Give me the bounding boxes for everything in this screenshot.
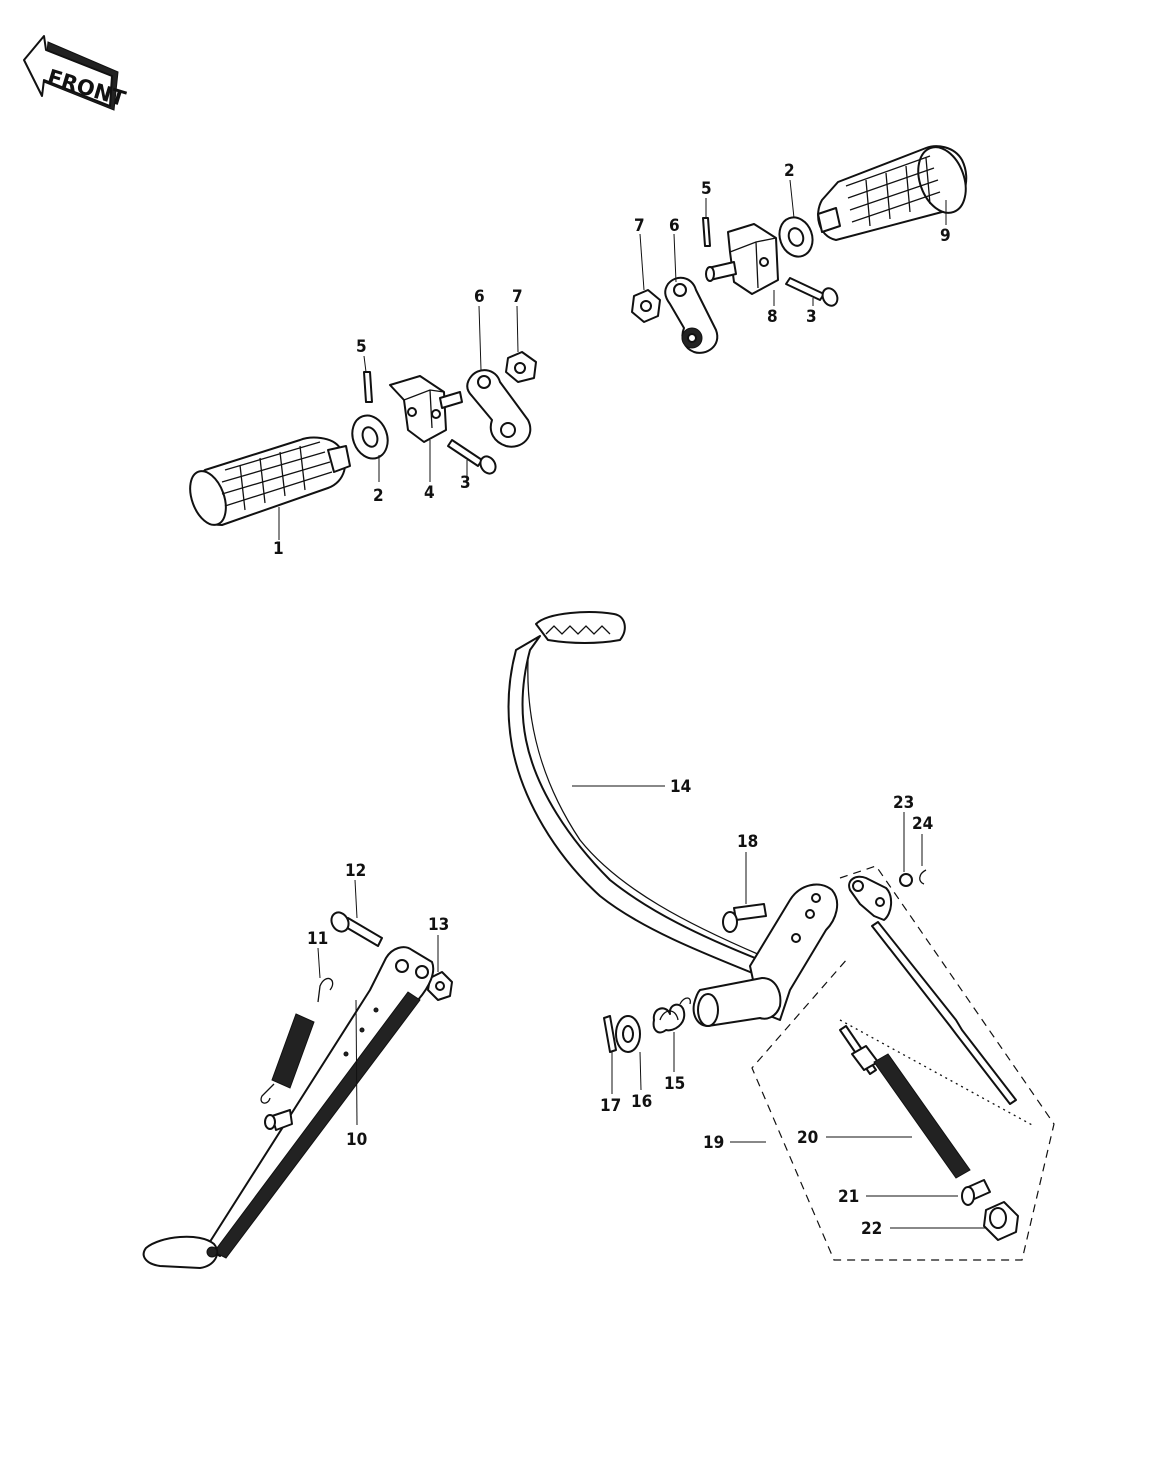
callout-2-right: 2: [784, 161, 795, 181]
footpeg-arm-left: [466, 369, 532, 448]
rod-washer: [899, 873, 913, 887]
callout-10: 10: [346, 1130, 367, 1150]
callout-19: 19: [703, 1133, 724, 1153]
pedal-pivot-pin: [722, 903, 767, 933]
callout-4: 4: [424, 483, 435, 503]
callout-23: 23: [893, 793, 914, 813]
nut-right: [631, 289, 661, 323]
footpeg-rubber-right: [817, 145, 968, 241]
stand-nut: [427, 971, 453, 1001]
front-arrow: FRONT: [23, 35, 129, 111]
stand-bolt: [330, 911, 383, 947]
washer-right: [778, 216, 814, 258]
adjuster-pin: [961, 1179, 991, 1206]
leader-lines: [278, 179, 986, 1229]
callout-20: 20: [797, 1128, 818, 1148]
washer-left: [351, 414, 389, 460]
callout-17: 17: [600, 1096, 621, 1116]
callout-18: 18: [737, 832, 758, 852]
callouts: 1 2 4 3 5 6 7 7 6 5 2 8 3 9 12 11 13 10 …: [273, 161, 951, 1239]
callout-2-left: 2: [373, 486, 384, 506]
callout-7-left: 7: [512, 287, 523, 307]
callout-15: 15: [664, 1074, 685, 1094]
clevis-pin-right: [785, 277, 839, 307]
clevis-pin-left: [447, 439, 497, 475]
cotter-pin-left: [363, 371, 373, 403]
footpeg-bracket-right: [705, 223, 779, 295]
footpeg-left: [189, 351, 537, 526]
callout-24: 24: [912, 814, 933, 834]
callout-16: 16: [631, 1092, 652, 1112]
pedal-cotter-pin: [603, 1015, 617, 1053]
nut-left: [505, 351, 537, 383]
pedal-washer: [615, 1015, 641, 1053]
rod-clip: [919, 869, 927, 885]
side-stand: [142, 911, 453, 1269]
footpeg-arm-right: [664, 276, 719, 354]
callout-22: 22: [861, 1219, 882, 1239]
callout-9: 9: [940, 226, 951, 246]
callout-1: 1: [273, 539, 284, 559]
callout-21: 21: [838, 1187, 859, 1207]
footpeg-bracket-left: [389, 375, 463, 443]
brake-pedal: [507, 611, 839, 1027]
callout-14: 14: [670, 777, 691, 797]
adjuster-nut: [983, 1201, 1019, 1241]
callout-3-left: 3: [460, 473, 471, 493]
callout-11: 11: [307, 929, 328, 949]
callout-8: 8: [767, 307, 778, 327]
callout-12: 12: [345, 861, 366, 881]
brake-rod-assembly: [751, 865, 1055, 1261]
stand-spring: [260, 977, 334, 1104]
stand-leg: [142, 946, 435, 1269]
footpeg-rubber-left: [189, 436, 351, 526]
footpeg-right: [631, 145, 968, 354]
return-spring: [652, 997, 691, 1034]
callout-5-left: 5: [356, 337, 367, 357]
cotter-pin-right: [702, 217, 711, 247]
callout-6-left: 6: [474, 287, 485, 307]
callout-6-right: 6: [669, 216, 680, 236]
callout-3-right: 3: [806, 307, 817, 327]
callout-7-right: 7: [634, 216, 645, 236]
callout-5-right: 5: [701, 179, 712, 199]
callout-13: 13: [428, 915, 449, 935]
